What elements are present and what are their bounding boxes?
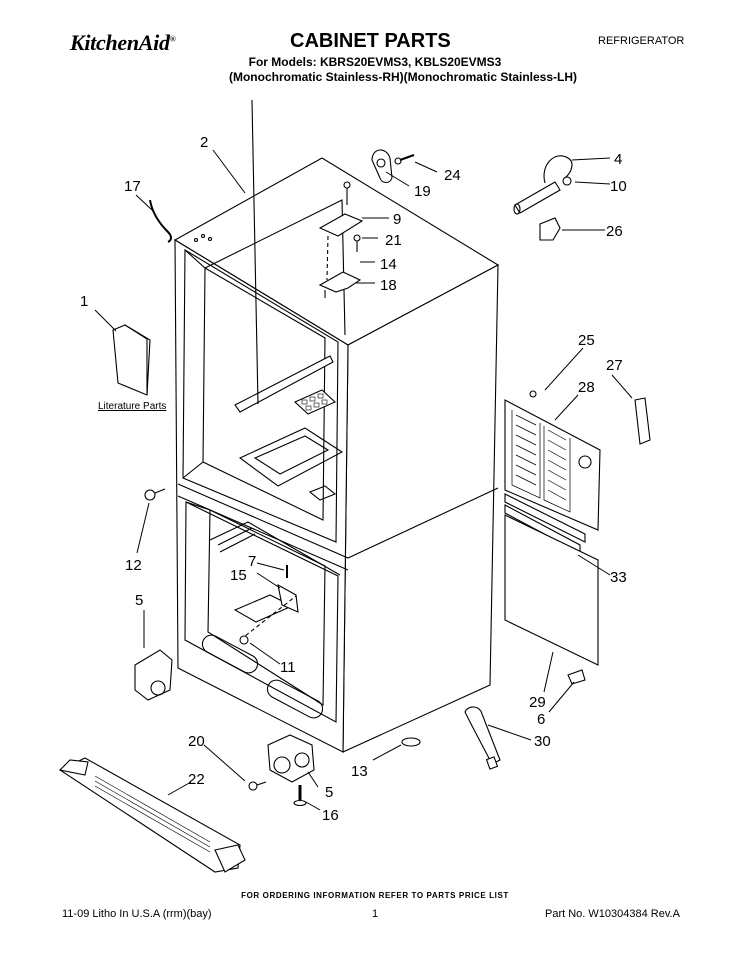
page-title: CABINET PARTS <box>290 30 451 52</box>
part-number: Part No. W10304384 Rev.A <box>545 908 680 920</box>
ordering-info: FOR ORDERING INFORMATION REFER TO PARTS … <box>241 891 509 900</box>
power-cord <box>149 199 172 243</box>
litho-info: 11-09 Litho In U.S.A (rrm)(bay) <box>62 908 212 920</box>
callout-9: 9 <box>393 211 401 228</box>
roller-assemblies <box>134 649 315 783</box>
callout-5-left: 5 <box>135 592 143 609</box>
brand-logo: KitchenAid® <box>70 30 176 56</box>
brand-registered-mark: ® <box>169 34 176 44</box>
callout-numbers: 2 17 24 19 4 10 9 21 26 14 18 1 25 27 28… <box>80 134 627 824</box>
exploded-parts-diagram: 2 17 24 19 4 10 9 21 26 14 18 1 25 27 28… <box>58 100 651 873</box>
callout-13: 13 <box>351 763 368 780</box>
callout-2: 2 <box>200 134 208 151</box>
callout-30: 30 <box>534 733 551 750</box>
callout-27: 27 <box>606 357 623 374</box>
callout-22: 22 <box>188 771 205 788</box>
callout-33: 33 <box>610 569 627 586</box>
page-number: 1 <box>372 908 379 920</box>
callout-12: 12 <box>125 557 142 574</box>
top-hinge-assembly <box>318 181 364 298</box>
callout-25: 25 <box>578 332 595 349</box>
fasteners <box>144 488 299 645</box>
callout-4: 4 <box>614 151 622 168</box>
callout-1: 1 <box>80 293 88 310</box>
callout-17: 17 <box>124 178 141 195</box>
callout-6: 6 <box>537 711 545 728</box>
callout-7: 7 <box>248 553 256 570</box>
brand-name: KitchenAid <box>70 30 170 55</box>
hinge-cover <box>371 149 415 184</box>
callout-10: 10 <box>610 178 627 195</box>
literature-parts-label: Literature Parts <box>98 401 166 412</box>
model-numbers: For Models: KBRS20EVMS3, KBLS20EVMS3 <box>248 55 502 69</box>
callout-21: 21 <box>385 232 402 249</box>
cabinet-shell <box>173 100 500 753</box>
callout-28: 28 <box>578 379 595 396</box>
callout-16: 16 <box>322 807 339 824</box>
callout-14: 14 <box>380 256 397 273</box>
water-tube-assembly <box>513 155 573 241</box>
leveling-wrench <box>464 706 501 770</box>
rear-access-cover <box>504 390 651 685</box>
model-variants: (Monochromatic Stainless-RH)(Monochromat… <box>228 70 578 84</box>
product-category: REFRIGERATOR <box>598 35 685 47</box>
leader-lines <box>94 149 633 811</box>
callout-20: 20 <box>188 733 205 750</box>
callout-18: 18 <box>380 277 397 294</box>
callout-29: 29 <box>529 694 546 711</box>
callout-26: 26 <box>606 223 623 240</box>
toe-grille <box>58 757 246 873</box>
callout-19: 19 <box>414 183 431 200</box>
literature-pack <box>112 324 151 396</box>
leveling-parts <box>248 737 421 807</box>
callout-5-right: 5 <box>325 784 333 801</box>
callout-11: 11 <box>280 659 296 676</box>
callout-15: 15 <box>230 567 247 584</box>
callout-24: 24 <box>444 167 461 184</box>
